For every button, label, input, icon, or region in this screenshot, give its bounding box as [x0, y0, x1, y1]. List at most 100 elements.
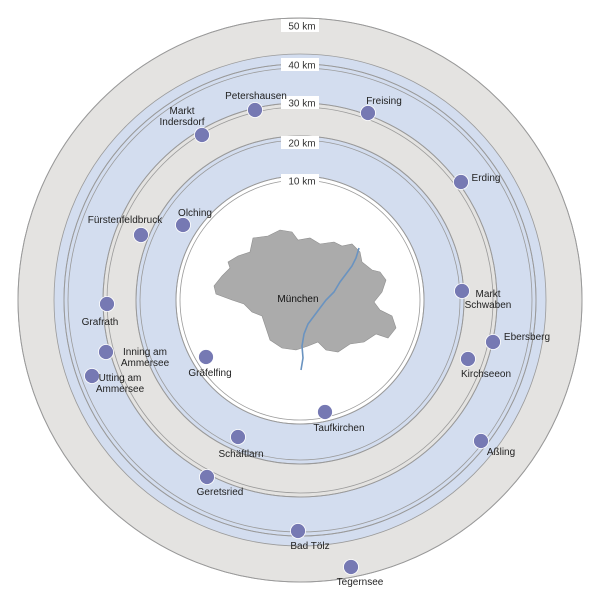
ring-line [17, 17, 583, 583]
town-dot [343, 559, 359, 575]
town-label: Aßling [487, 447, 515, 458]
town: Gräfelfing [188, 349, 232, 379]
ring-label-text: 20 km [288, 139, 315, 150]
ring-label-text: 30 km [288, 99, 315, 110]
town-label-line: Indersdorf [159, 117, 204, 128]
town-label-line: Freising [366, 96, 402, 107]
town: Bad Tölz [290, 523, 330, 552]
town-dot [133, 227, 149, 243]
town: Taufkirchen [313, 404, 365, 434]
ring-label-bg [281, 19, 319, 32]
town: Ebersberg [485, 332, 550, 350]
town-dot [175, 217, 191, 233]
town-dot [198, 349, 214, 365]
town: Grafrath [82, 296, 119, 328]
town-label-line: Geretsried [197, 487, 244, 498]
town-label: Petershausen [225, 91, 287, 102]
town-label: Gräfelfing [188, 368, 231, 379]
town-dot [98, 344, 114, 360]
town-label-line: Aßling [487, 447, 515, 458]
town-label-line: Erding [472, 173, 501, 184]
town-label-line: Kirchseeon [461, 369, 511, 380]
town: Geretsried [197, 469, 244, 498]
ring-label-bg [281, 174, 319, 187]
town-dot [194, 127, 210, 143]
town-label-line: Grafrath [82, 317, 119, 328]
town-label-line: Bad Tölz [290, 541, 329, 552]
town-label: Geretsried [197, 487, 244, 498]
town-label-line: Utting am [99, 373, 142, 384]
town-label-line: Inning am [123, 347, 167, 358]
town-label-line: Schwaben [465, 300, 512, 311]
ring-label-bg [281, 58, 319, 71]
town-label-line: Ammersee [96, 384, 145, 395]
town-dot [454, 283, 470, 299]
town: Freising [360, 96, 402, 121]
town-dot [317, 404, 333, 420]
town-label-line: Olching [178, 208, 212, 219]
town-dot [199, 469, 215, 485]
ring-label: 20 km [281, 136, 319, 150]
town-label: Ebersberg [504, 332, 550, 343]
town: Erding [453, 173, 501, 190]
town: Schäftlarn [218, 429, 264, 460]
town-dot [99, 296, 115, 312]
town-dot [460, 351, 476, 367]
town-label-line: Tegernsee [337, 577, 384, 588]
town: Olching [175, 208, 212, 233]
ring-labels: 10 km 20 km 30 km 40 km 50 km [281, 19, 319, 188]
town-label-line: Ammersee [121, 358, 170, 369]
town-dot [360, 105, 376, 121]
town-dot [485, 334, 501, 350]
town-label: Taufkirchen [313, 423, 364, 434]
town-label-line: Fürstenfeldbruck [88, 215, 163, 226]
town-label-line: Petershausen [225, 91, 287, 102]
ring-label-bg [281, 136, 319, 149]
town-label: Grafrath [82, 317, 119, 328]
town-label: Bad Tölz [290, 541, 329, 552]
town-dot [290, 523, 306, 539]
town-dot [84, 368, 100, 384]
town-label: Schäftlarn [218, 449, 263, 460]
town-label: Olching [178, 208, 212, 219]
ring-line [53, 53, 547, 547]
town-dot [453, 174, 469, 190]
town: Petershausen [225, 91, 287, 118]
town: Kirchseeon [460, 351, 511, 380]
munich-city-shape [213, 229, 397, 353]
town-label: Kirchseeon [461, 369, 511, 380]
town-label-line: Taufkirchen [313, 423, 364, 434]
town-label: Fürstenfeldbruck [88, 215, 163, 226]
town-label: Erding [472, 173, 501, 184]
ring-label: 10 km [281, 174, 319, 188]
town-label-line: Markt [170, 106, 195, 117]
ring-label-text: 40 km [288, 61, 315, 72]
ring-label: 30 km [281, 96, 319, 110]
town-label-line: Markt [476, 289, 501, 300]
munich-label: München [277, 294, 318, 305]
town: Tegernsee [337, 559, 384, 588]
munich-city-area: München [213, 229, 397, 371]
town-label-line: Schäftlarn [218, 449, 263, 460]
ring-label: 50 km [281, 19, 319, 33]
isar-river [300, 247, 360, 371]
ring-label-bg [281, 96, 319, 109]
town-label: Freising [366, 96, 402, 107]
town-dot [473, 433, 489, 449]
town-dot [230, 429, 246, 445]
town-label: Tegernsee [337, 577, 384, 588]
town: Fürstenfeldbruck [88, 215, 163, 243]
town-label-line: Ebersberg [504, 332, 550, 343]
ring-label-text: 10 km [288, 177, 315, 188]
town-dot [247, 102, 263, 118]
ring-label: 40 km [281, 58, 319, 72]
